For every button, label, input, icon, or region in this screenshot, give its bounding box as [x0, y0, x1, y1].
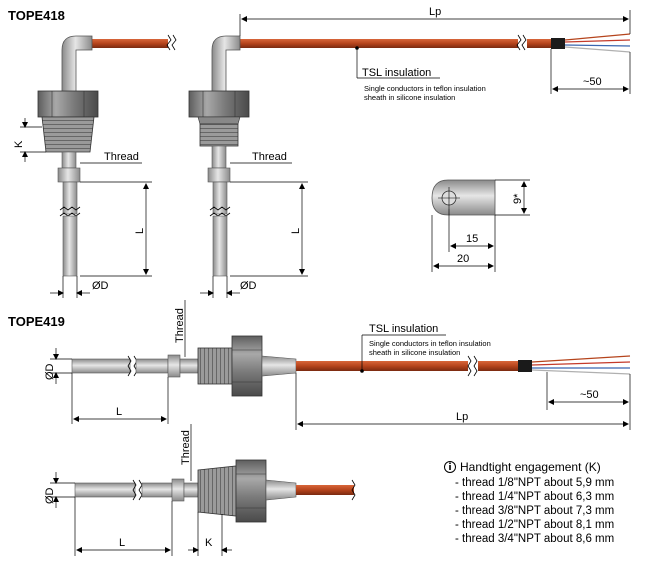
label-dim15: 15: [466, 233, 478, 245]
label-conductors-419-line2: sheath in silicone insulation: [369, 348, 460, 357]
tope418-probe-middle: [188, 33, 631, 277]
label-conductors-line2: sheath in silicone insulation: [364, 93, 455, 102]
label-thread-tope419-lower: Thread: [180, 430, 192, 465]
annotation-tsl-tope418: TSL insulation Single conductors in tefl…: [355, 46, 486, 102]
dimension-od-tope418-middle: ØD: [200, 276, 257, 298]
label-l-tope419-upper: L: [116, 406, 122, 418]
label-approx50: ~50: [583, 76, 602, 88]
label-dim20: 20: [457, 253, 469, 265]
title-tope419: TOPE419: [8, 314, 65, 329]
dimension-approx50-tope418: ~50: [550, 49, 631, 94]
label-od: ØD: [92, 280, 109, 292]
label-l-tope419-lower: L: [119, 537, 125, 549]
label-k-lower: K: [205, 537, 213, 549]
label-tsl-insulation: TSL insulation: [362, 67, 431, 79]
title-tope418: TOPE418: [8, 8, 65, 23]
dimension-l-tope419-lower: L: [74, 497, 173, 556]
label-od-tope419-upper: ØD: [44, 363, 56, 380]
label-conductors-line1: Single conductors in teflon insulation: [364, 84, 486, 93]
label-lp-419: Lp: [456, 411, 468, 423]
label-l: L: [134, 228, 146, 234]
dimension-approx50-tope419: ~50: [546, 372, 631, 430]
label-thread-tope418-left: Thread: [104, 151, 139, 163]
note-item: - thread 3/8"NPT about 7,3 mm: [455, 505, 614, 517]
label-approx50-419: ~50: [580, 389, 599, 401]
label-tsl-insulation-419: TSL insulation: [369, 323, 438, 335]
dimension-l-tope418-left: L: [80, 181, 152, 277]
label-l-middle: L: [290, 228, 302, 234]
dimension-k-tope418: K: [13, 118, 46, 162]
tope418-probe-left: [37, 34, 177, 277]
annotation-tsl-tope419: TSL insulation Single conductors in tefl…: [360, 323, 491, 373]
note-item: - thread 1/2"NPT about 8,1 mm: [455, 519, 614, 531]
dimension-lp-tope419: Lp: [295, 373, 629, 430]
dimension-lp-tope418: Lp: [239, 6, 631, 36]
dimension-od-tope419-lower: ØD: [44, 472, 75, 508]
handtight-note: Handtight engagement (K) - thread 1/8"NP…: [444, 460, 614, 545]
label-k: K: [13, 140, 25, 148]
info-icon: [444, 461, 456, 473]
note-heading: Handtight engagement (K): [460, 460, 601, 474]
dimension-od-tope419-upper: ØD: [44, 348, 72, 384]
label-od-middle: ØD: [240, 280, 257, 292]
note-item: - thread 1/4"NPT about 6,3 mm: [455, 491, 614, 503]
label-od-tope419-lower: ØD: [44, 487, 56, 504]
dimension-l-tope419-upper: L: [71, 373, 169, 424]
dimension-l-tope418-middle: L: [230, 181, 308, 277]
dimension-k-tope419: K: [188, 512, 232, 556]
label-conductors-419-line1: Single conductors in teflon insulation: [369, 339, 491, 348]
label-thread-tope418-middle: Thread: [252, 151, 287, 163]
dimension-9-clip: 9*: [495, 179, 530, 216]
label-lp: Lp: [429, 6, 441, 18]
mounting-clip: [431, 179, 496, 216]
dimension-20-clip: 20: [433, 253, 494, 269]
note-item: - thread 3/4"NPT about 8,6 mm: [455, 533, 614, 545]
note-item: - thread 1/8"NPT about 5,9 mm: [455, 477, 614, 489]
tope419-probe-upper: [71, 335, 631, 397]
label-thread-tope419-upper: Thread: [174, 308, 186, 343]
tope419-probe-lower: [74, 459, 356, 523]
label-dim9: 9*: [512, 193, 524, 204]
dimension-15-clip: 15: [431, 209, 496, 272]
dimension-od-tope418-left: ØD: [50, 276, 109, 298]
